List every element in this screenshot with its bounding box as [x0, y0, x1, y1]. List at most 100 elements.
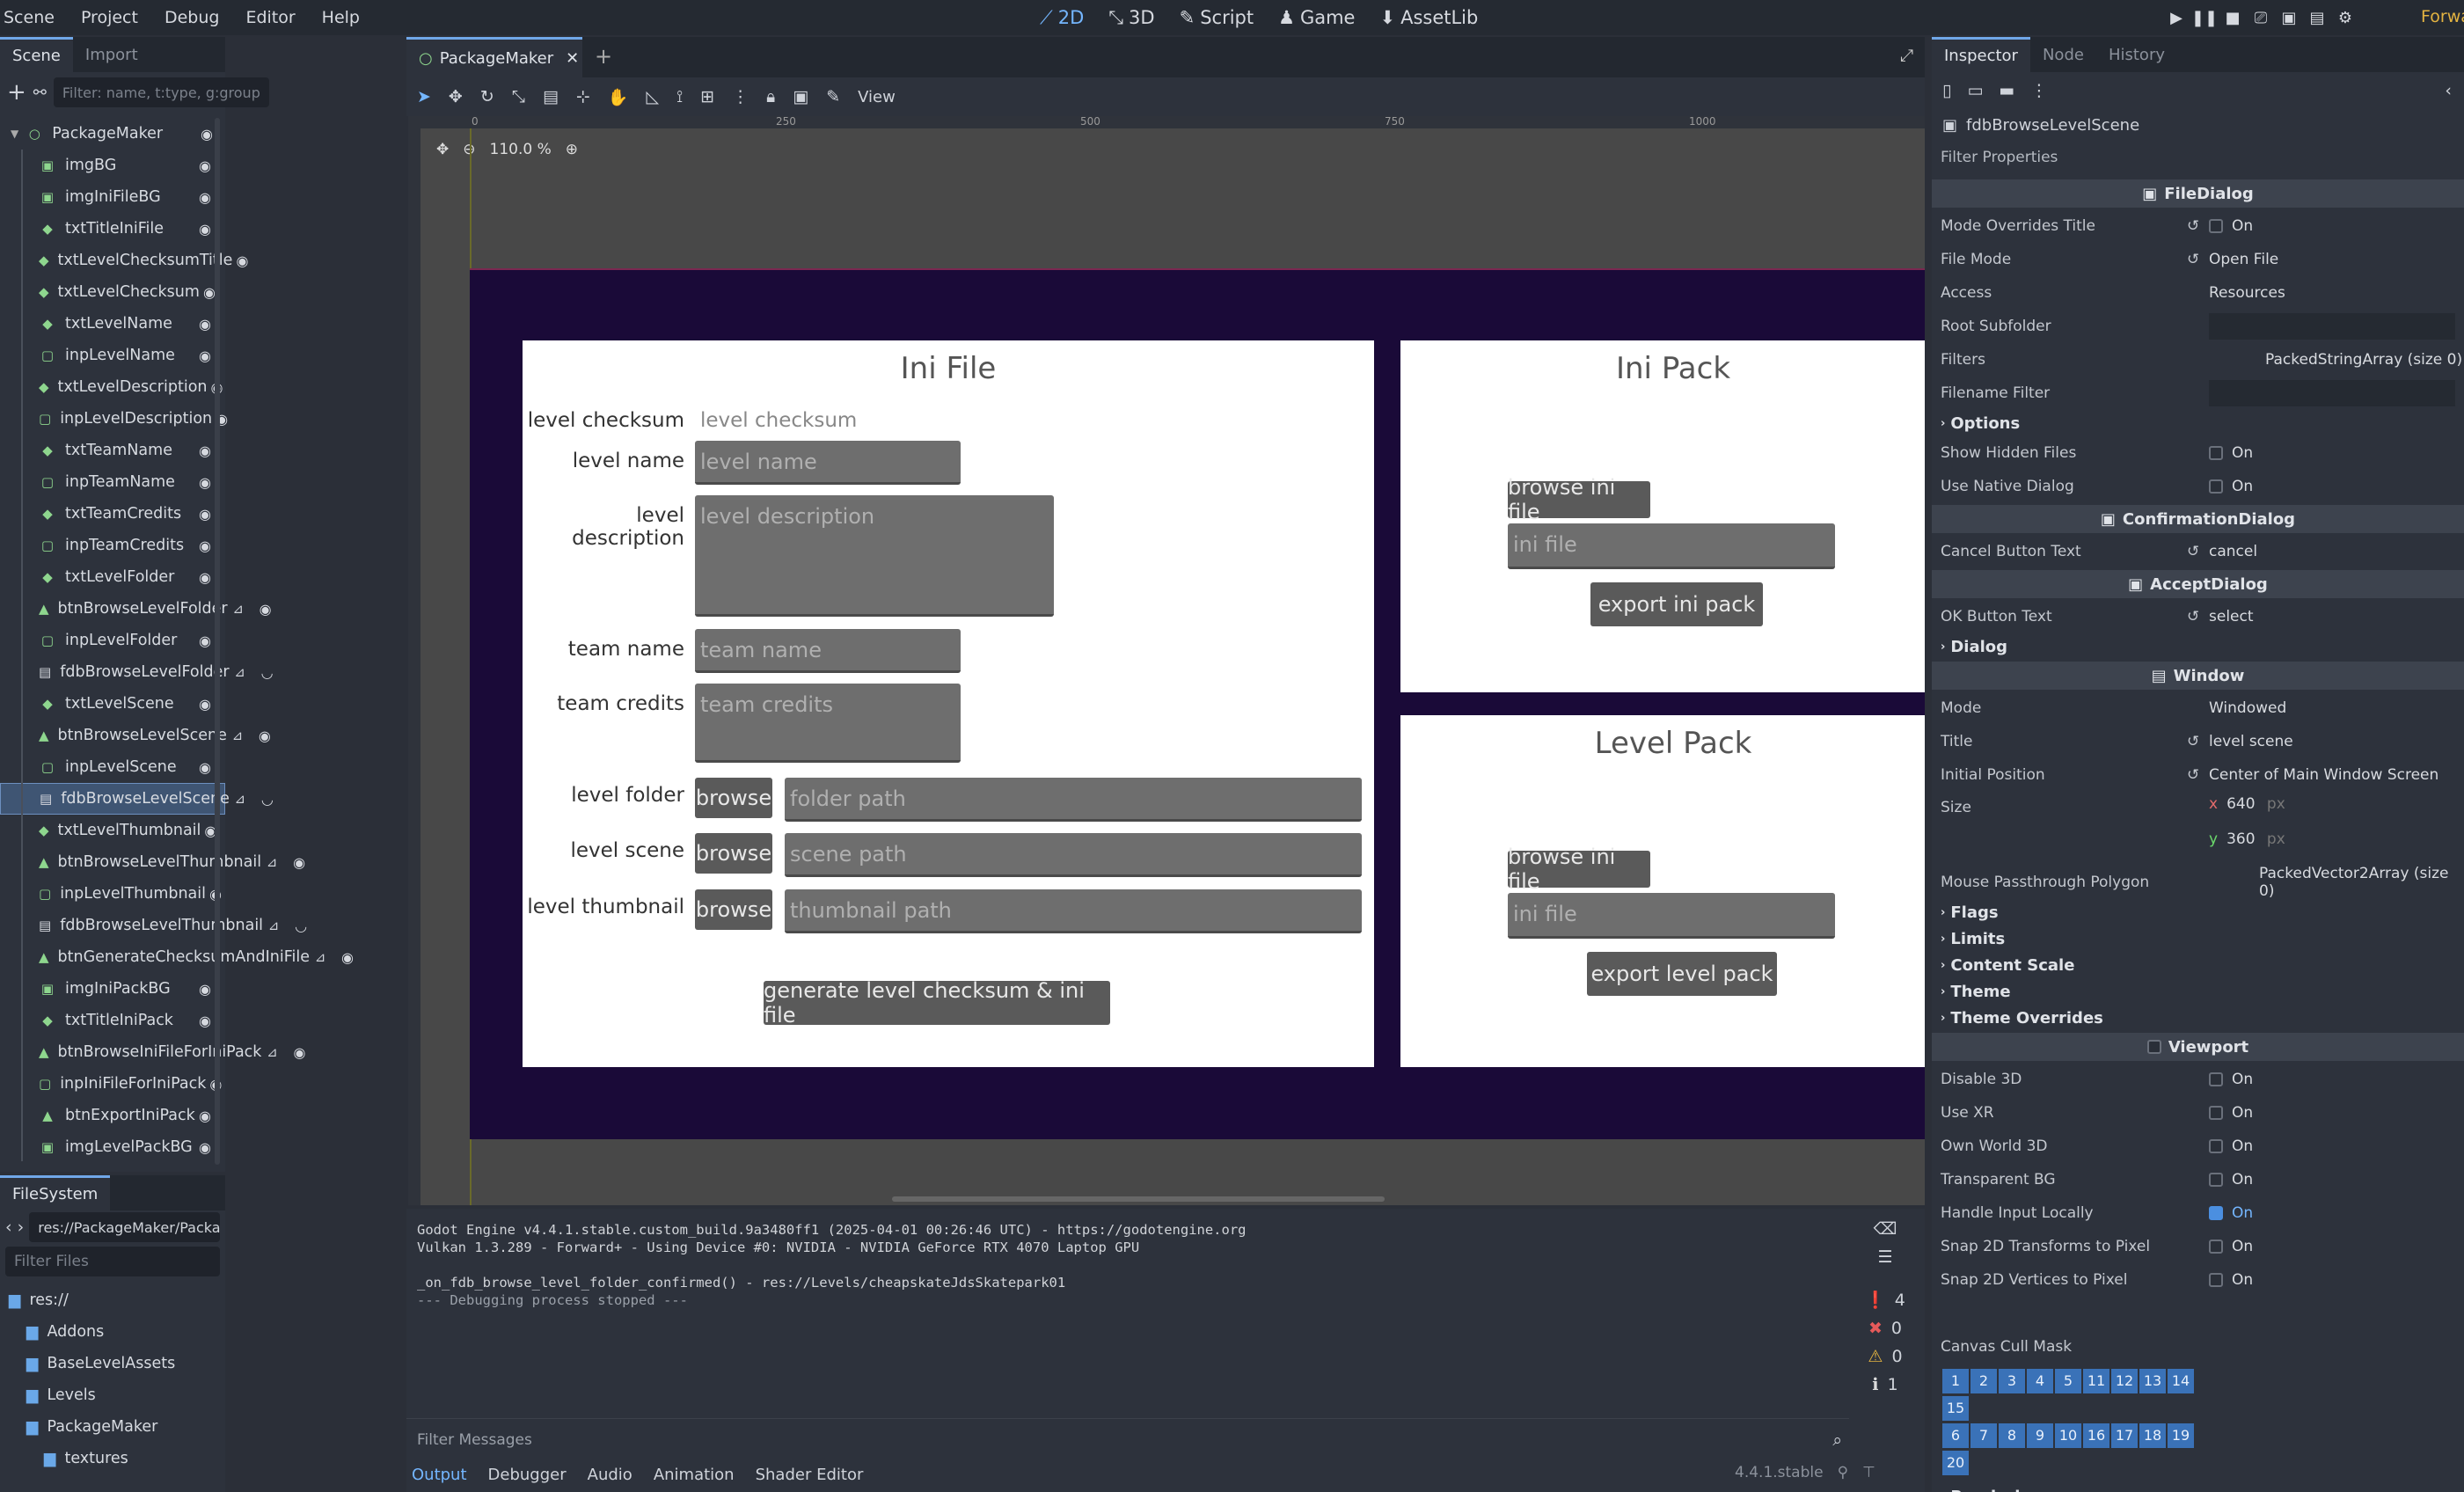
- view-menu[interactable]: View: [858, 87, 896, 106]
- zoom-level[interactable]: 110.0 %: [489, 141, 552, 158]
- cancel-text-value[interactable]: cancel: [2209, 543, 2258, 560]
- tree-node[interactable]: ▢inpLevelScene◉: [0, 751, 225, 783]
- filename-filter-input[interactable]: [2209, 380, 2455, 406]
- folder-path-input[interactable]: folder path: [785, 778, 1362, 822]
- object-selector[interactable]: ▣ fdbBrowseLevelScene: [1932, 109, 2464, 141]
- visibility-icon[interactable]: ◉: [199, 505, 211, 523]
- group-theme-overrides[interactable]: ›Theme Overrides: [1932, 1005, 2464, 1031]
- zoom-in-icon[interactable]: ⊕: [565, 141, 578, 158]
- cull-layer-15[interactable]: 15: [1942, 1396, 1969, 1421]
- tree-node[interactable]: ▣imgBG◉: [0, 150, 225, 181]
- cull-layer-2[interactable]: 2: [1970, 1369, 1997, 1393]
- dialog-group[interactable]: ›Dialog: [1932, 633, 2464, 660]
- signal-icon[interactable]: ⊿: [234, 791, 246, 807]
- more-options-icon[interactable]: ⋮: [2030, 81, 2048, 100]
- tree-node[interactable]: ▲btnExportIniPack◉: [0, 1100, 225, 1131]
- transparent-value[interactable]: On: [2209, 1171, 2253, 1188]
- tree-node[interactable]: ▲btnBrowseLevelScene⊿◉: [0, 720, 271, 751]
- group-rendering[interactable]: ›Rendering: [1932, 1483, 2464, 1492]
- fs-item[interactable]: ▆BaseLevelAssets: [0, 1348, 225, 1379]
- tree-node[interactable]: ◆txtLevelFolder◉: [0, 561, 225, 593]
- generate-checksum-button[interactable]: generate level checksum & ini file: [764, 978, 1110, 1028]
- workspace-assetlib[interactable]: ⬇AssetLib: [1379, 7, 1478, 28]
- group-content-scale[interactable]: ›Content Scale: [1932, 952, 2464, 978]
- usexr-value[interactable]: On: [2209, 1104, 2253, 1122]
- new-tab-icon[interactable]: +: [595, 44, 613, 69]
- forward-icon[interactable]: ›: [17, 1218, 25, 1237]
- hidden-icon[interactable]: ◡: [295, 917, 308, 934]
- filedialog-section[interactable]: ▣FileDialog: [1932, 179, 2464, 208]
- tree-node[interactable]: ▲btnBrowseIniFileForIniPack⊿◉: [0, 1036, 305, 1068]
- cull-layer-16[interactable]: 16: [2083, 1423, 2109, 1448]
- visibility-icon[interactable]: ◉: [259, 600, 272, 618]
- expand-panel-icon[interactable]: ⊤: [1862, 1464, 1875, 1481]
- tree-node[interactable]: ◆txtTitleIniFile◉: [0, 213, 225, 245]
- tab-history[interactable]: History: [2108, 45, 2165, 64]
- clear-log-icon[interactable]: ⌫: [1873, 1219, 1897, 1239]
- browse-level-folder-button[interactable]: browse: [695, 778, 772, 818]
- tree-node[interactable]: ▢inpLevelThumbnail◉: [0, 878, 225, 910]
- level-name-input[interactable]: level name: [695, 441, 961, 485]
- cull-layer-20[interactable]: 20: [1942, 1451, 1969, 1475]
- disable3d-checkbox[interactable]: [2209, 1072, 2223, 1086]
- remote-debug-icon[interactable]: ⎚: [2254, 8, 2268, 27]
- pivot-tool-icon[interactable]: ⊹: [575, 87, 590, 106]
- cull-layer-8[interactable]: 8: [1999, 1423, 2025, 1448]
- show-hidden-checkbox[interactable]: [2209, 446, 2223, 460]
- passthrough-value[interactable]: PackedVector2Array (size 0): [2259, 865, 2449, 900]
- workspace-3d[interactable]: ⤡3D: [1108, 7, 1154, 29]
- play-custom-scene-icon[interactable]: ▤: [2309, 8, 2325, 27]
- movie-maker-icon[interactable]: ⚙: [2337, 8, 2353, 27]
- workspace-script[interactable]: ✎Script: [1180, 7, 1254, 28]
- menu-debug[interactable]: Debug: [164, 8, 220, 27]
- tree-node[interactable]: ▢inpTeamName◉: [0, 466, 225, 498]
- play-scene-icon[interactable]: ▣: [2281, 8, 2297, 27]
- more-icon[interactable]: ⋮: [732, 87, 749, 106]
- tree-node[interactable]: ◆txtLevelDescription◉: [0, 371, 225, 403]
- center-view-icon[interactable]: ✥: [436, 141, 450, 158]
- tab-import[interactable]: Import: [84, 45, 138, 64]
- tab-output[interactable]: Output: [412, 1465, 467, 1484]
- revert-icon[interactable]: ↺: [2187, 766, 2200, 784]
- visibility-icon[interactable]: ◉: [199, 157, 211, 174]
- cull-layer-7[interactable]: 7: [1970, 1423, 1997, 1448]
- bone-icon[interactable]: ✎: [826, 87, 841, 106]
- mode-overrides-title-value[interactable]: On: [2209, 217, 2253, 235]
- tree-node[interactable]: ▤fdbBrowseLevelThumbnail⊿◡: [0, 910, 307, 941]
- tree-node[interactable]: ▢inpLevelFolder◉: [0, 625, 225, 656]
- snap-icon[interactable]: ⟟: [676, 87, 684, 106]
- cull-layer-6[interactable]: 6: [1942, 1423, 1969, 1448]
- thumbnail-path-input[interactable]: thumbnail path: [785, 889, 1362, 933]
- save-resource-icon[interactable]: ▬: [1999, 81, 2015, 100]
- link-icon[interactable]: ⚯: [33, 83, 47, 102]
- tree-node[interactable]: ▲btnGenerateChecksumAndIniFile⊿◉: [0, 941, 354, 973]
- open-resource-icon[interactable]: ▭: [1967, 81, 1984, 100]
- usexr-checkbox[interactable]: [2209, 1106, 2223, 1120]
- revert-icon[interactable]: ↺: [2187, 608, 2200, 625]
- tab-shader-editor[interactable]: Shader Editor: [755, 1465, 864, 1484]
- rotate-tool-icon[interactable]: ↻: [479, 87, 494, 106]
- ini-pack-file-input[interactable]: ini file: [1508, 523, 1835, 569]
- handleinput-checkbox[interactable]: [2209, 1206, 2223, 1220]
- snaptrans-value[interactable]: On: [2209, 1238, 2253, 1255]
- root-subfolder-input[interactable]: [2209, 313, 2455, 340]
- cull-layer-18[interactable]: 18: [2139, 1423, 2166, 1448]
- tree-node[interactable]: ◆txtLevelName◉: [0, 308, 225, 340]
- tab-inspector[interactable]: Inspector: [1932, 37, 2030, 72]
- snapvert-value[interactable]: On: [2209, 1271, 2253, 1289]
- revert-icon[interactable]: ↺: [2187, 543, 2200, 560]
- browse-level-scene-button[interactable]: browse: [695, 833, 772, 874]
- visibility-icon[interactable]: ◉: [199, 188, 211, 206]
- tree-node[interactable]: ◆txtTeamName◉: [0, 435, 225, 466]
- visibility-icon[interactable]: ◉: [293, 853, 306, 871]
- tree-node[interactable]: ◆txtTeamCredits◉: [0, 498, 225, 530]
- confirmation-dialog-section[interactable]: ▣ConfirmationDialog: [1932, 505, 2464, 533]
- visibility-icon[interactable]: ◉: [199, 473, 211, 491]
- collapse-icon[interactable]: ▼: [11, 128, 19, 140]
- tree-node[interactable]: ◆txtLevelChecksumTitle◉: [0, 245, 248, 276]
- ownworld-value[interactable]: On: [2209, 1137, 2253, 1155]
- tree-node[interactable]: ◆txtLevelChecksum◉: [0, 276, 225, 308]
- ok-text-value[interactable]: select: [2209, 608, 2254, 625]
- visibility-icon[interactable]: ◉: [199, 695, 211, 713]
- handleinput-value[interactable]: On: [2209, 1204, 2253, 1222]
